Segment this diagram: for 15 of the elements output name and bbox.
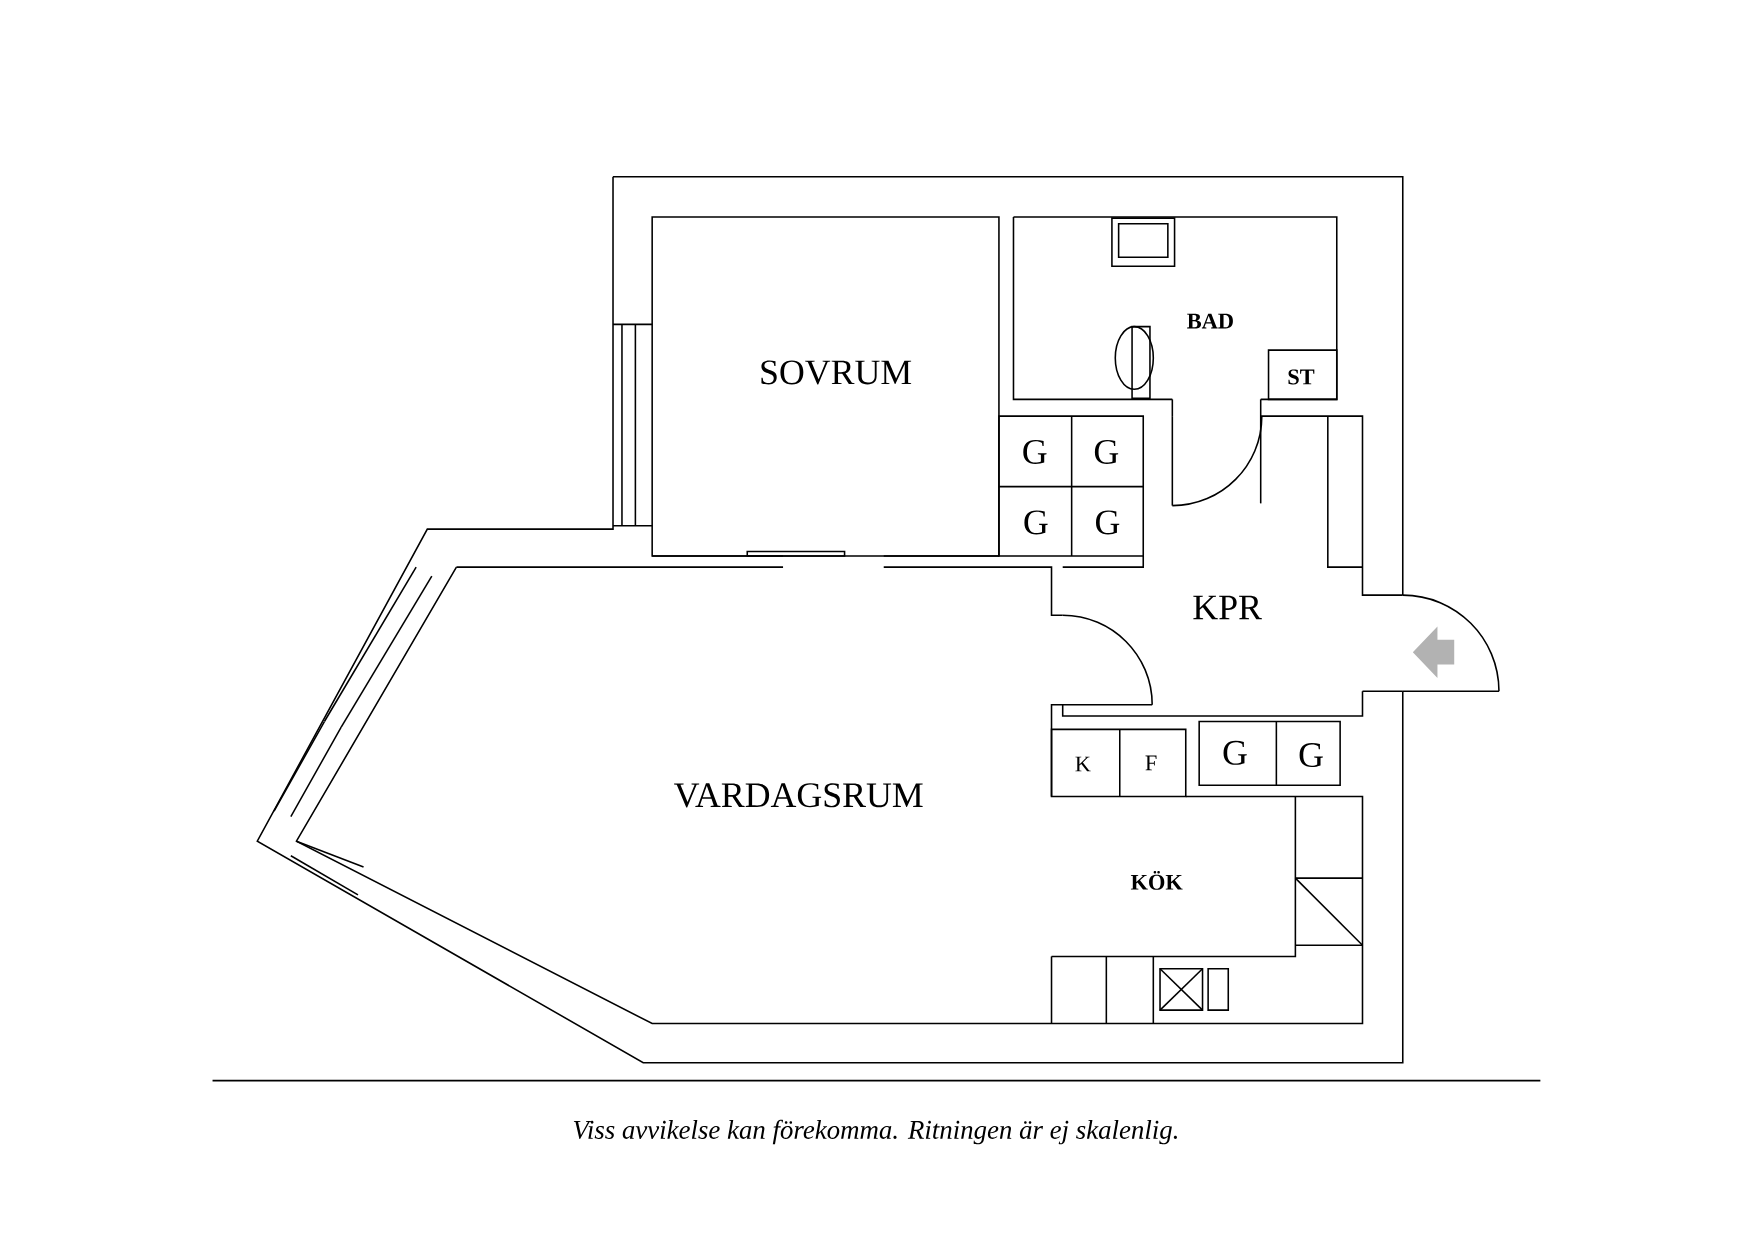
room-label: G [1094, 440, 1119, 465]
room-label: ST [1288, 369, 1315, 385]
room-label: G [1024, 510, 1048, 535]
room-label: BAD [1187, 313, 1233, 329]
room-label: G [1023, 440, 1047, 465]
room-label: G [1299, 743, 1323, 768]
room-label: VARDAGSRUM [674, 783, 923, 808]
room-label: KÖK [1130, 871, 1183, 890]
room-label: K [1075, 756, 1091, 772]
room-label: G [1223, 741, 1247, 766]
room-label: G [1096, 510, 1120, 535]
room-label: SOVRUM [761, 360, 912, 385]
room-label: KPR [1193, 595, 1262, 620]
caption: Viss avvikelse kan förekomma. Ritningen är ej skalenlig. [573, 1119, 1177, 1145]
room-label: F [1145, 755, 1157, 771]
